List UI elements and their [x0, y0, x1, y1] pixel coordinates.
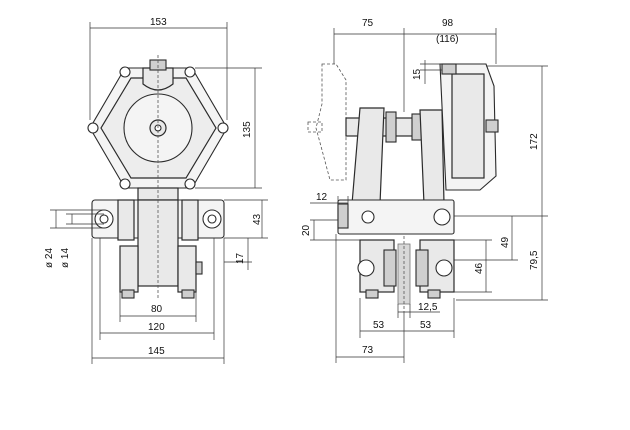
bolt-top-right — [184, 66, 196, 78]
left-shoe — [119, 245, 139, 293]
left-shoe-pivot — [357, 259, 375, 277]
side-dimensions: 75 98 (116) 15 172 12 20 49 79,5 — [301, 18, 548, 363]
dim-53-left: 53 — [373, 320, 385, 331]
dim-145: 145 — [148, 346, 165, 357]
link-hole-right — [433, 208, 451, 226]
thruster-body — [451, 73, 485, 179]
dim-43: 43 — [252, 213, 263, 225]
dim-46: 46 — [474, 262, 485, 274]
side-view — [307, 63, 499, 312]
bolt-bottom-right — [184, 178, 196, 190]
dim-79-5: 79,5 — [529, 250, 540, 270]
dim-75: 75 — [362, 18, 374, 29]
dim-153: 153 — [150, 17, 167, 28]
link-end — [337, 203, 349, 229]
right-shoe-foot — [427, 289, 441, 299]
thruster-top-bolt — [441, 63, 457, 75]
dim-17: 17 — [235, 252, 246, 264]
bolt-right — [217, 122, 229, 134]
front-dimensions: 153 135 43 17 ø 24 ø 14 80 120 — [44, 17, 268, 364]
left-shoe-bolt — [121, 289, 135, 299]
right-pin-hole — [207, 214, 217, 224]
left-lever — [117, 199, 135, 241]
dim-98: 98 — [442, 18, 454, 29]
left-lining — [383, 249, 397, 287]
left-pin-hole — [99, 214, 109, 224]
dim-dia24: ø 24 — [44, 248, 55, 268]
dim-49: 49 — [500, 236, 511, 248]
bolt-left — [87, 122, 99, 134]
neck — [137, 187, 179, 201]
dim-172: 172 — [529, 133, 540, 150]
front-view — [87, 55, 229, 300]
link-hole-left — [361, 210, 375, 224]
side-right-lever — [419, 109, 445, 205]
dim-15: 15 — [412, 68, 423, 80]
dim-116: (116) — [436, 34, 459, 45]
dim-20: 20 — [301, 224, 312, 236]
dim-135: 135 — [242, 121, 253, 138]
dim-53-right: 53 — [420, 320, 432, 331]
dim-12: 12 — [316, 192, 328, 203]
dim-120: 120 — [148, 322, 165, 333]
bolt-top-left — [119, 66, 131, 78]
side-nut — [195, 261, 203, 275]
rod-nut-2 — [385, 111, 397, 143]
left-shoe-foot — [365, 289, 379, 299]
dim-12-5: 12,5 — [418, 302, 438, 313]
right-shoe — [177, 245, 197, 293]
dim-80: 80 — [151, 304, 163, 315]
right-shoe-bolt — [181, 289, 195, 299]
right-lining — [415, 249, 429, 287]
right-shoe-pivot — [435, 259, 453, 277]
dim-73: 73 — [362, 345, 374, 356]
right-lever — [181, 199, 199, 241]
thruster-side-bolt — [485, 119, 499, 133]
dim-dia14: ø 14 — [60, 248, 71, 268]
ghost-bolt — [307, 121, 323, 133]
bolt-bottom-left — [119, 178, 131, 190]
top-lug — [142, 67, 174, 91]
ghost-housing — [315, 63, 347, 181]
